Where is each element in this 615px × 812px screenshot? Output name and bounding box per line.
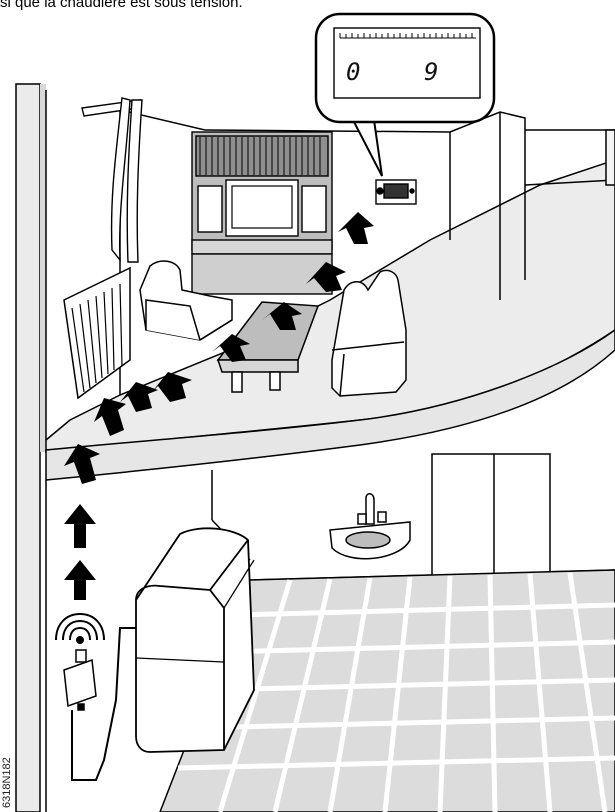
- wash-basin: [330, 494, 410, 559]
- arrow-10: [338, 212, 374, 244]
- arrow-up-2: [64, 504, 96, 548]
- boiler: [136, 528, 254, 752]
- tv-cabinet: [192, 132, 332, 294]
- thermostat: [376, 180, 416, 204]
- drawing-code: 6318N182: [1, 757, 13, 808]
- wireless-signal-icon: [56, 614, 104, 643]
- curtains: [82, 98, 142, 262]
- display-callout: 0 9: [316, 14, 494, 176]
- sofa: [332, 270, 406, 396]
- receiver-plug: [64, 650, 96, 710]
- display-right-digit: 9: [424, 58, 438, 86]
- display-left-digit: 0: [346, 58, 360, 86]
- left-wall: [16, 84, 46, 812]
- arrow-up-1: [64, 560, 96, 600]
